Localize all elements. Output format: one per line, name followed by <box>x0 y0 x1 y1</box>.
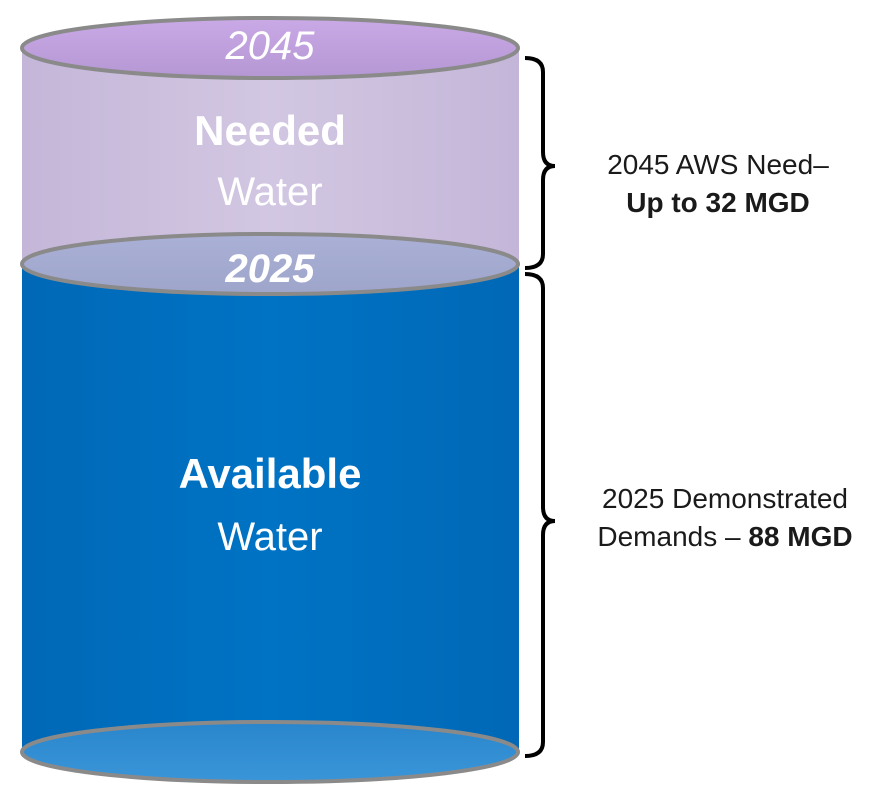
year-2045-label: 2045 <box>225 24 316 68</box>
demand-bracket <box>524 272 556 758</box>
need-annotation-line2: Up to 32 MGD <box>568 184 868 222</box>
available-water-label: Water <box>217 515 322 559</box>
cylinder-bottom <box>20 720 520 784</box>
needed-water-label: Water <box>217 170 322 214</box>
needed-label: Needed <box>194 107 346 154</box>
need-annotation-line1: 2045 AWS Need– <box>607 149 829 180</box>
cylinder-top-rim <box>20 16 520 80</box>
demand-annotation-line2: Demands – 88 MGD <box>575 518 875 556</box>
need-annotation: 2045 AWS Need– Up to 32 MGD <box>568 146 868 222</box>
needed-section <box>22 48 519 264</box>
demand-annotation-line1: 2025 Demonstrated <box>602 483 848 514</box>
cylinder-mid-rim <box>20 232 520 296</box>
need-bracket <box>524 56 556 270</box>
demand-prefix: Demands – <box>597 521 749 552</box>
available-label: Available <box>179 450 362 497</box>
demand-annotation: 2025 Demonstrated Demands – 88 MGD <box>575 480 875 556</box>
demand-amount: 88 MGD <box>748 521 853 552</box>
year-2025-label: 2025 <box>225 247 316 291</box>
need-amount: Up to 32 MGD <box>626 187 810 218</box>
available-section <box>22 264 519 752</box>
